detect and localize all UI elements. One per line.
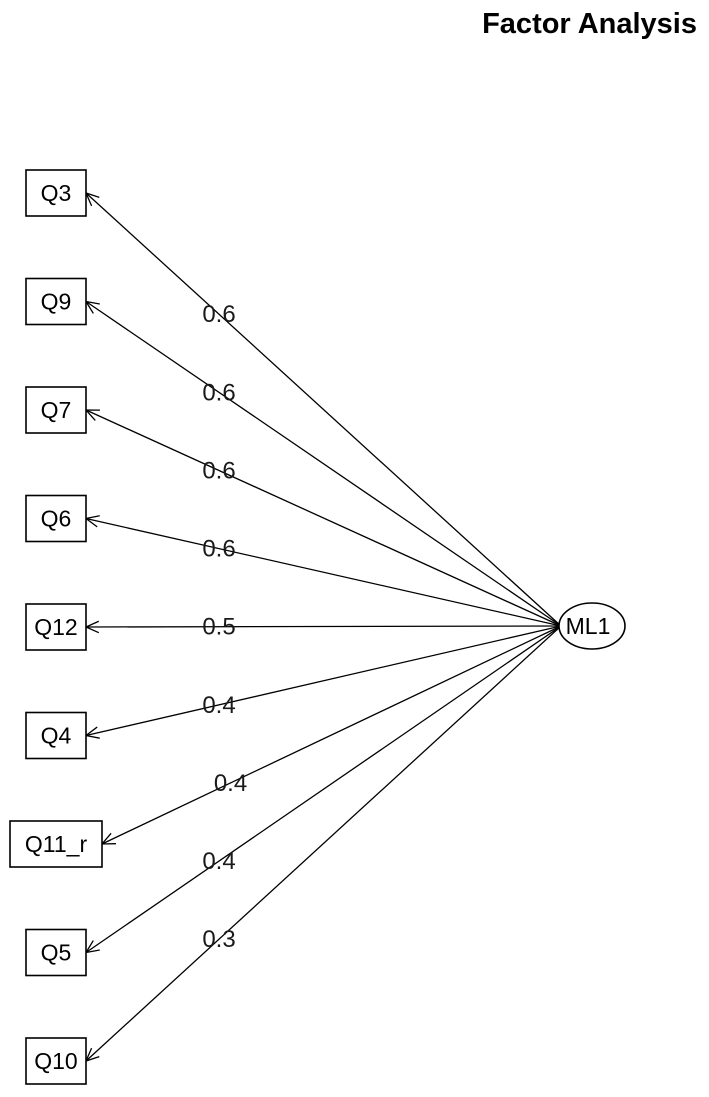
variable-label: Q9: [41, 289, 72, 315]
path-line-q6: [85, 517, 562, 627]
variable-label: Q12: [34, 614, 77, 640]
loading-label: 0.4: [214, 770, 247, 797]
loading-label: 0.6: [202, 379, 235, 406]
loading-label: 0.4: [202, 848, 235, 875]
path-line-q4: [85, 625, 562, 737]
path-line-q7: [85, 409, 562, 627]
path-line-q5: [85, 625, 562, 954]
variable-label: Q10: [34, 1048, 77, 1074]
variable-box-q5: [25, 928, 87, 977]
path-line-q10: [85, 625, 562, 1062]
factor-label: ML1: [566, 613, 611, 639]
diagram-title: Factor Analysis: [482, 8, 697, 40]
variable-box-q7: [25, 386, 87, 434]
variable-label: Q11_r: [25, 831, 88, 857]
factor-node: [558, 602, 626, 650]
loading-label: 0.3: [202, 926, 235, 953]
variable-label: Q7: [41, 397, 72, 423]
variable-box-q6: [25, 494, 87, 543]
variable-label: Q5: [41, 940, 72, 966]
path-line-q12: [85, 625, 562, 628]
variable-label: Q6: [41, 506, 72, 532]
loading-label: 0.6: [202, 536, 235, 563]
paths-layer: [84, 191, 562, 1063]
variable-box-q11_r: [9, 820, 103, 868]
loading-label: 0.4: [202, 692, 235, 719]
variable-box-q9: [25, 277, 87, 326]
variable-label: Q3: [41, 180, 72, 206]
path-line-q11_r: [101, 625, 562, 845]
variable-label: Q4: [41, 723, 72, 749]
variable-box-q10: [25, 1037, 87, 1085]
path-line-q3: [85, 192, 562, 627]
labels-layer: 0.6 0.6 0.6 0.6 0.5 0.4 0.4 0.4 0.3: [202, 301, 247, 953]
loading-label: 0.6: [202, 457, 235, 484]
loading-label: 0.6: [202, 301, 235, 328]
variable-box-q4: [25, 711, 87, 760]
variable-box-q12: [25, 603, 87, 651]
variable-box-q3: [25, 169, 87, 217]
loading-label: 0.5: [202, 614, 235, 641]
path-line-q9: [85, 300, 562, 627]
